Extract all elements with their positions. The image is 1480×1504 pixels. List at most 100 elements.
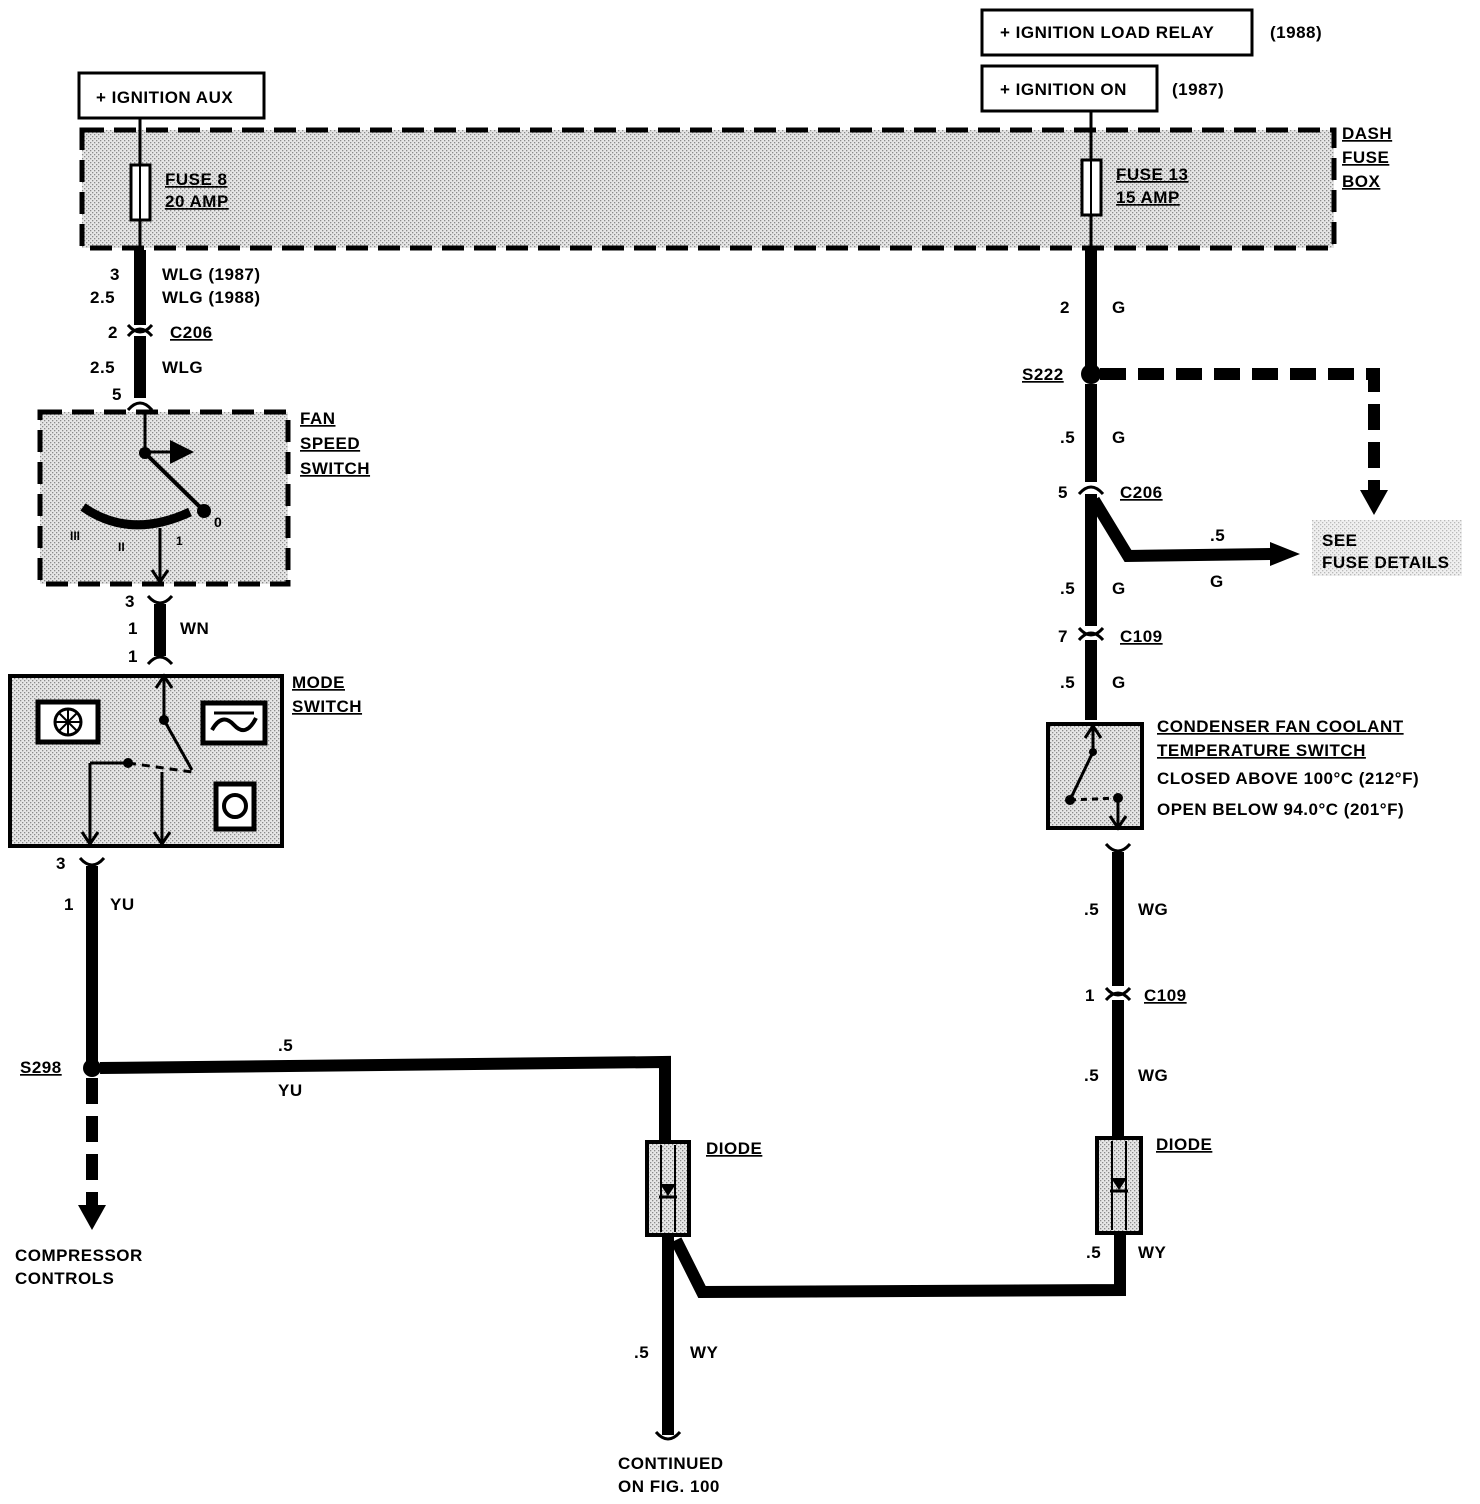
- left-w1-color-b: WLG (1988): [162, 288, 261, 307]
- fuse-details-arrow-icon: [1360, 490, 1388, 515]
- wn-wire: 3 1 WN 1: [125, 592, 209, 666]
- fan-in-pin: 5: [112, 385, 122, 404]
- condenser-line3: CLOSED ABOVE 100°C (212°F): [1157, 769, 1419, 788]
- mode-switch-line2: SWITCH: [292, 697, 362, 716]
- mode-switch: MODE SWITCH: [8, 673, 362, 848]
- yu-size: 1: [64, 895, 74, 914]
- recirc-icon: [213, 781, 257, 832]
- fan-switch-line1: FAN: [300, 409, 336, 428]
- right-diode-label: DIODE: [1156, 1135, 1212, 1154]
- ignition-aux-label: + IGNITION AUX: [96, 88, 233, 107]
- ignition-on-year: (1987): [1172, 80, 1224, 99]
- ignition-aux-box: + IGNITION AUX: [77, 71, 266, 120]
- condenser-line1: CONDENSER FAN COOLANT: [1157, 717, 1404, 736]
- fan-pos-0: 0: [214, 514, 222, 530]
- wg-wires: .5 WG 1 C109 .5 WG: [1084, 842, 1187, 1138]
- right-g2-color: G: [1112, 428, 1126, 447]
- right-g2-size: .5: [1060, 428, 1075, 447]
- ignition-load-relay-box: + IGNITION LOAD RELAY (1988): [980, 8, 1322, 57]
- fan-pos-1: 1: [176, 534, 183, 548]
- left-w1-size-a: 3: [110, 265, 120, 284]
- mode-out-pin: 3: [56, 854, 66, 873]
- c109-pin-a: 7: [1058, 627, 1068, 646]
- dash-fuse-box: FUSE 8 20 AMP FUSE 13 15 AMP DASH FUSE B…: [79, 111, 1392, 251]
- right-c206-label: C206: [1120, 483, 1163, 502]
- fuse-8-line1: FUSE 8: [165, 170, 228, 189]
- condenser-line2: TEMPERATURE SWITCH: [1157, 741, 1366, 760]
- dash-fuse-box-line2: FUSE: [1342, 148, 1389, 167]
- left-c206-label: C206: [170, 323, 213, 342]
- mode-in-pin: 1: [128, 647, 138, 666]
- continued-line1: CONTINUED: [618, 1454, 724, 1473]
- left-diode-icon: [660, 1184, 676, 1196]
- wg-color-a: WG: [1138, 900, 1168, 919]
- s298-branch-size: .5: [278, 1036, 293, 1055]
- s298-branch-color: YU: [278, 1081, 303, 1100]
- fuse-13-line2: 15 AMP: [1116, 188, 1180, 207]
- right-g4-size: .5: [1060, 673, 1075, 692]
- wn-color: WN: [180, 619, 209, 638]
- fan-speed-switch: 0 1 II III FAN SPEED SWITCH: [37, 409, 370, 587]
- compressor-line1: COMPRESSOR: [15, 1246, 143, 1265]
- fan-switch-line2: SPEED: [300, 434, 360, 453]
- left-w2-color: WLG: [162, 358, 203, 377]
- right-circuit: 2 G S222 .5 G 5 C206 .5 G SEE FUSE DETAI…: [1022, 248, 1462, 720]
- left-diode-label: DIODE: [706, 1139, 762, 1158]
- condenser-line4: OPEN BELOW 94.0°C (201°F): [1157, 800, 1404, 819]
- right-c206-pin: 5: [1058, 483, 1068, 502]
- dash-fuse-box-line3: BOX: [1342, 172, 1381, 191]
- left-w2-size: 2.5: [90, 358, 115, 377]
- branch-size: .5: [1210, 526, 1225, 545]
- condenser-switch: CONDENSER FAN COOLANT TEMPERATURE SWITCH…: [1046, 717, 1419, 831]
- compressor-arrow-icon: [78, 1205, 106, 1230]
- s298-splice: [83, 1059, 101, 1077]
- right-diode-icon: [1111, 1178, 1127, 1190]
- right-g4-color: G: [1112, 673, 1126, 692]
- ignition-on-box: + IGNITION ON (1987): [980, 64, 1224, 113]
- ignition-load-relay-year: (1988): [1270, 23, 1322, 42]
- ignition-on-label: + IGNITION ON: [1000, 80, 1127, 99]
- fan-out-pin: 3: [125, 592, 135, 611]
- right-g3-size: .5: [1060, 579, 1075, 598]
- branch-color: G: [1210, 572, 1224, 591]
- left-c206-pin: 2: [108, 323, 118, 342]
- fuse-8-line2: 20 AMP: [165, 192, 229, 211]
- yu-color: YU: [110, 895, 135, 914]
- bottom-wy-wire: .5 WY CONTINUED ON FIG. 100: [618, 1235, 1126, 1496]
- right-g-color: G: [1112, 298, 1126, 317]
- branch-arrow-icon: [1270, 542, 1300, 566]
- continued-line2: ON FIG. 100: [618, 1477, 720, 1496]
- mode-switch-line1: MODE: [292, 673, 345, 692]
- right-diode: DIODE .5 WY: [1086, 1135, 1212, 1262]
- left-diode: DIODE: [645, 1139, 762, 1237]
- fan-pos-2: II: [118, 540, 125, 554]
- fuse-13-line1: FUSE 13: [1116, 165, 1188, 184]
- right-g3-color: G: [1112, 579, 1126, 598]
- yu-wire: 3 1 YU S298 .5 YU COMPRESSOR CONTROLS: [15, 854, 671, 1288]
- wg-size-a: .5: [1084, 900, 1099, 919]
- wg-color-b: WG: [1138, 1066, 1168, 1085]
- wg-size-b: .5: [1084, 1066, 1099, 1085]
- see-line1: SEE: [1322, 531, 1358, 550]
- left-circuit: 3 WLG (1987) 2.5 WLG (1988) 2 C206 2.5 W…: [90, 250, 261, 412]
- right-g-size: 2: [1060, 298, 1070, 317]
- left-w1-color-a: WLG (1987): [162, 265, 261, 284]
- c109-label-a: C109: [1120, 627, 1163, 646]
- fan-pos-3: III: [70, 529, 80, 543]
- s298-label: S298: [20, 1058, 62, 1077]
- s222-splice: [1081, 364, 1101, 384]
- s222-label: S222: [1022, 365, 1064, 384]
- left-w1-size-b: 2.5: [90, 288, 115, 307]
- compressor-line2: CONTROLS: [15, 1269, 114, 1288]
- dash-fuse-box-line1: DASH: [1342, 124, 1392, 143]
- right-wy-color: WY: [1138, 1243, 1167, 1262]
- fan-switch-line3: SWITCH: [300, 459, 370, 478]
- c109-label-b: C109: [1144, 986, 1187, 1005]
- c109-pin-b: 1: [1085, 986, 1095, 1005]
- ignition-load-relay-label: + IGNITION LOAD RELAY: [1000, 23, 1215, 42]
- bottom-wy-color: WY: [690, 1343, 719, 1362]
- right-wy-size: .5: [1086, 1243, 1101, 1262]
- wn-size: 1: [128, 619, 138, 638]
- see-line2: FUSE DETAILS: [1322, 553, 1450, 572]
